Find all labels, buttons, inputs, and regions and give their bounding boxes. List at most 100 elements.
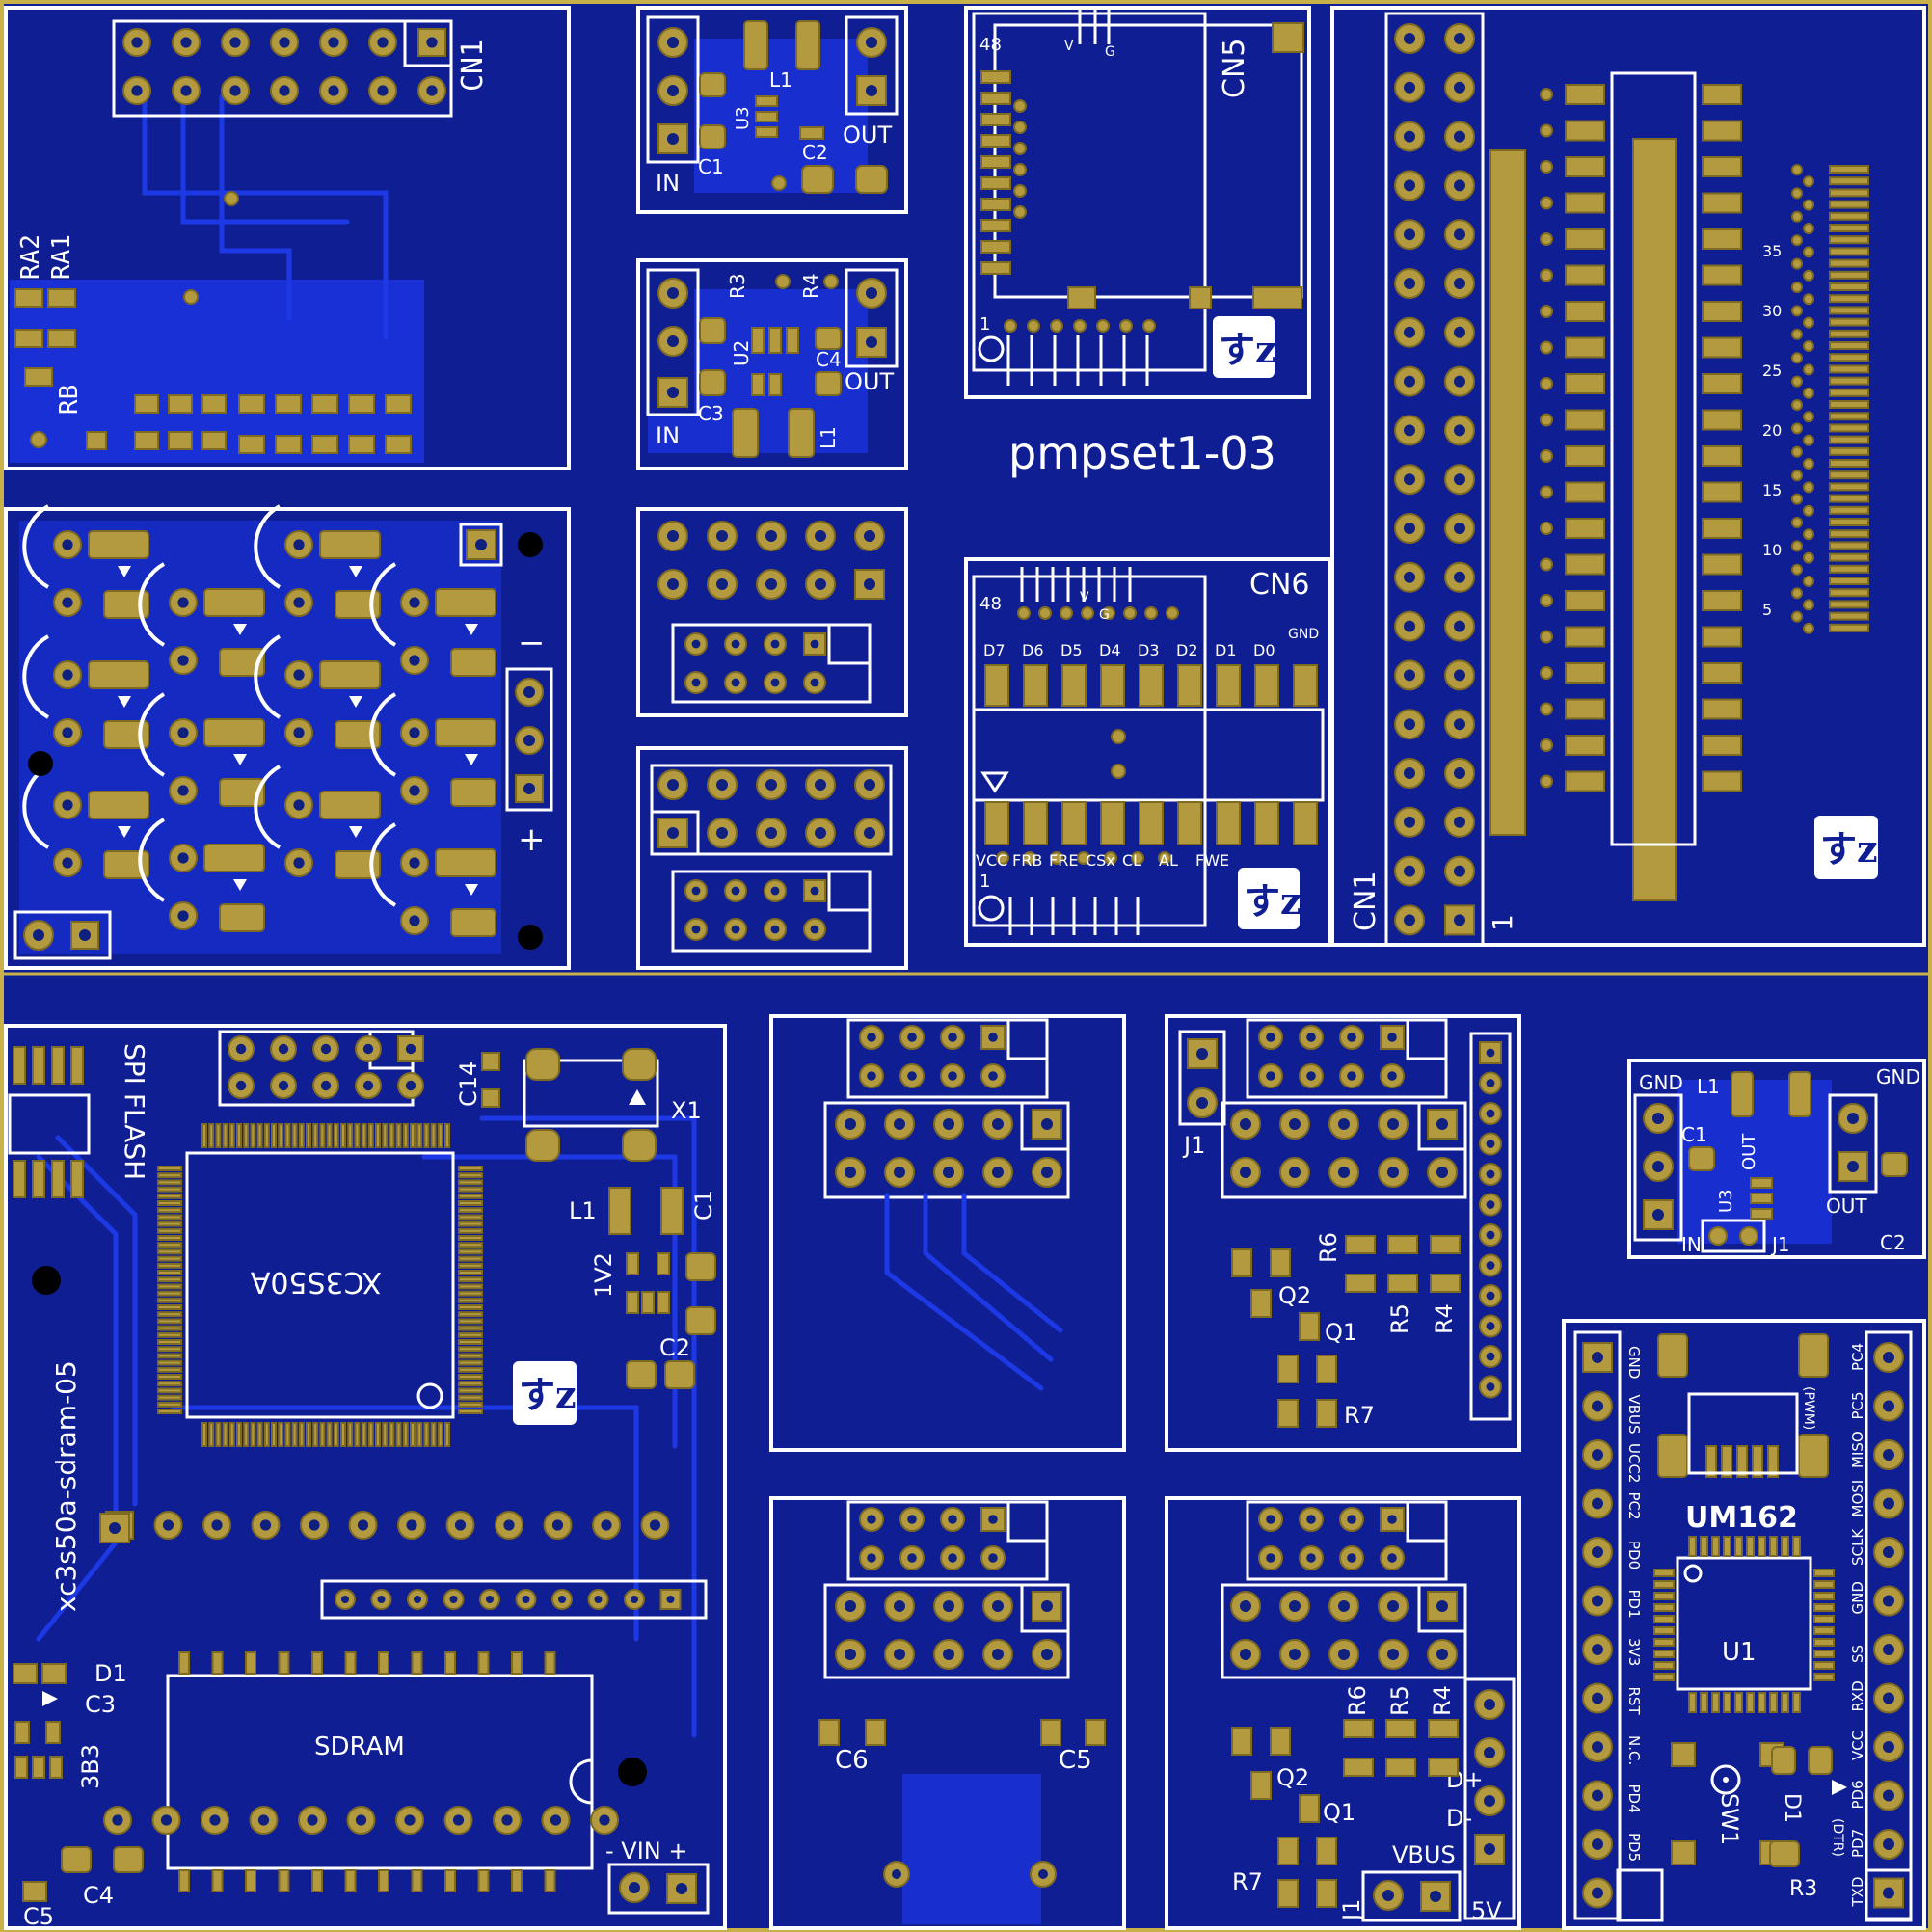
um162-right-pin-label: PC4 <box>1849 1343 1866 1371</box>
qfn-pin <box>1781 1536 1789 1557</box>
drill-hole <box>691 678 701 687</box>
drill-hole <box>1454 523 1465 534</box>
usb-a-c6: C6 <box>835 1746 869 1775</box>
via <box>1060 606 1073 620</box>
lcd-b-top-pad <box>1023 664 1048 707</box>
um162-right-pin-label: GND <box>1849 1581 1866 1614</box>
lcd-b-top-label: D1 <box>1215 641 1237 659</box>
ffc-left-pad <box>1565 84 1605 105</box>
qfp-pin <box>326 1123 333 1148</box>
reg-c-gnd-left: GND <box>1639 1071 1683 1094</box>
fpga-c5: C5 <box>23 1903 54 1930</box>
lcd-b-top-label: D3 <box>1138 641 1160 659</box>
via <box>1791 422 1803 435</box>
qfp-pin <box>157 1331 182 1338</box>
via <box>1027 319 1040 333</box>
qfp-pin <box>382 1123 389 1148</box>
module-regulator-b: R3 R4 U2 C4 C3 L1 OUT IN <box>636 258 908 470</box>
drill-hole <box>594 1596 603 1603</box>
smd-pad <box>203 718 265 747</box>
via <box>1803 411 1814 423</box>
qfp-pin <box>157 1227 182 1234</box>
via <box>1077 851 1090 865</box>
drill-hole <box>1454 767 1465 779</box>
qfn-pin <box>1653 1661 1675 1670</box>
qfp-pin <box>157 1311 182 1318</box>
ffc-pin-number: 5 <box>1762 601 1772 619</box>
qfn-pin <box>1734 1692 1743 1713</box>
capacitor-arc <box>254 504 281 589</box>
qfp-pin <box>157 1248 182 1255</box>
drill-hole <box>1883 1692 1894 1704</box>
qfp-pin <box>354 1422 361 1447</box>
capacitor-arc <box>254 765 281 849</box>
drill-hole <box>328 85 339 96</box>
drill-hole <box>992 1118 1004 1130</box>
via <box>1540 305 1553 318</box>
drill-hole <box>815 827 826 839</box>
qfn-pin <box>1653 1569 1675 1577</box>
plus-sign: + <box>518 820 546 859</box>
qfp-pin <box>347 1422 354 1447</box>
sdram-pin <box>245 1869 256 1892</box>
drill-hole <box>229 37 241 48</box>
qfn-pin <box>1746 1692 1755 1713</box>
ffc-fine-pad <box>1829 258 1869 268</box>
via <box>1791 210 1803 223</box>
via <box>1540 630 1553 644</box>
drill-hole <box>765 530 777 542</box>
qfn-pin <box>1653 1603 1675 1612</box>
ffc-fine-pad <box>1829 412 1869 421</box>
drill-hole <box>765 578 777 590</box>
drill-hole <box>992 1649 1004 1660</box>
drill-hole <box>1436 1649 1448 1660</box>
qfn-pin <box>1792 1536 1801 1557</box>
capacitor-arc <box>22 634 49 719</box>
drill-hole <box>988 1553 998 1563</box>
qfp-pin <box>347 1123 354 1148</box>
lcd-pad <box>980 134 1011 148</box>
ffc-fine-pad <box>1829 623 1869 632</box>
ffc-left-pad <box>1565 770 1605 792</box>
via <box>1013 184 1027 198</box>
sdram-pin <box>211 1869 224 1892</box>
qfp-pin <box>278 1123 284 1148</box>
reg-a-c2: C2 <box>802 141 828 164</box>
drill-hole <box>810 678 819 687</box>
qfn-pin <box>1813 1638 1835 1647</box>
drill-hole <box>1454 914 1465 926</box>
drill-hole <box>894 1167 905 1178</box>
ffc-right-pad <box>1702 481 1742 503</box>
lcd-b-top-pad <box>1254 664 1279 707</box>
level-b-r4: R4 <box>1429 1685 1456 1716</box>
ffc-fine-pad <box>1829 529 1869 539</box>
qfp-pin <box>458 1172 483 1179</box>
ffc-fine-pad <box>1829 353 1869 362</box>
drill-hole <box>894 1118 905 1130</box>
ffc-fine-pad <box>1829 294 1869 304</box>
drill-hole <box>1404 571 1415 583</box>
lcd-b-bottom-pad <box>1254 801 1279 845</box>
qfp-pin <box>157 1242 182 1248</box>
drill-hole <box>894 1600 905 1612</box>
drill-hole <box>293 669 305 681</box>
drill-hole <box>211 1519 223 1531</box>
via <box>1791 563 1803 576</box>
qfp-pin <box>410 1123 416 1148</box>
via <box>1144 606 1158 620</box>
qfp-pin <box>284 1422 291 1447</box>
drill-hole <box>112 1814 123 1826</box>
qfp-pin <box>458 1221 483 1227</box>
logo-lcd-a: すz <box>1213 316 1276 378</box>
um162-u1: U1 <box>1722 1638 1757 1667</box>
drill-hole <box>815 578 826 590</box>
via <box>1540 268 1553 282</box>
lcd-b-bottom-pad <box>1100 801 1125 845</box>
drill-hole <box>62 727 73 738</box>
qfp-pin <box>157 1186 182 1193</box>
qfp-pin <box>157 1214 182 1221</box>
qfp-pin <box>236 1422 242 1447</box>
um162-left-pin-label: VBUS <box>1625 1395 1643 1435</box>
qfp-pin <box>157 1339 182 1345</box>
ffc-right-pad <box>1702 698 1742 720</box>
